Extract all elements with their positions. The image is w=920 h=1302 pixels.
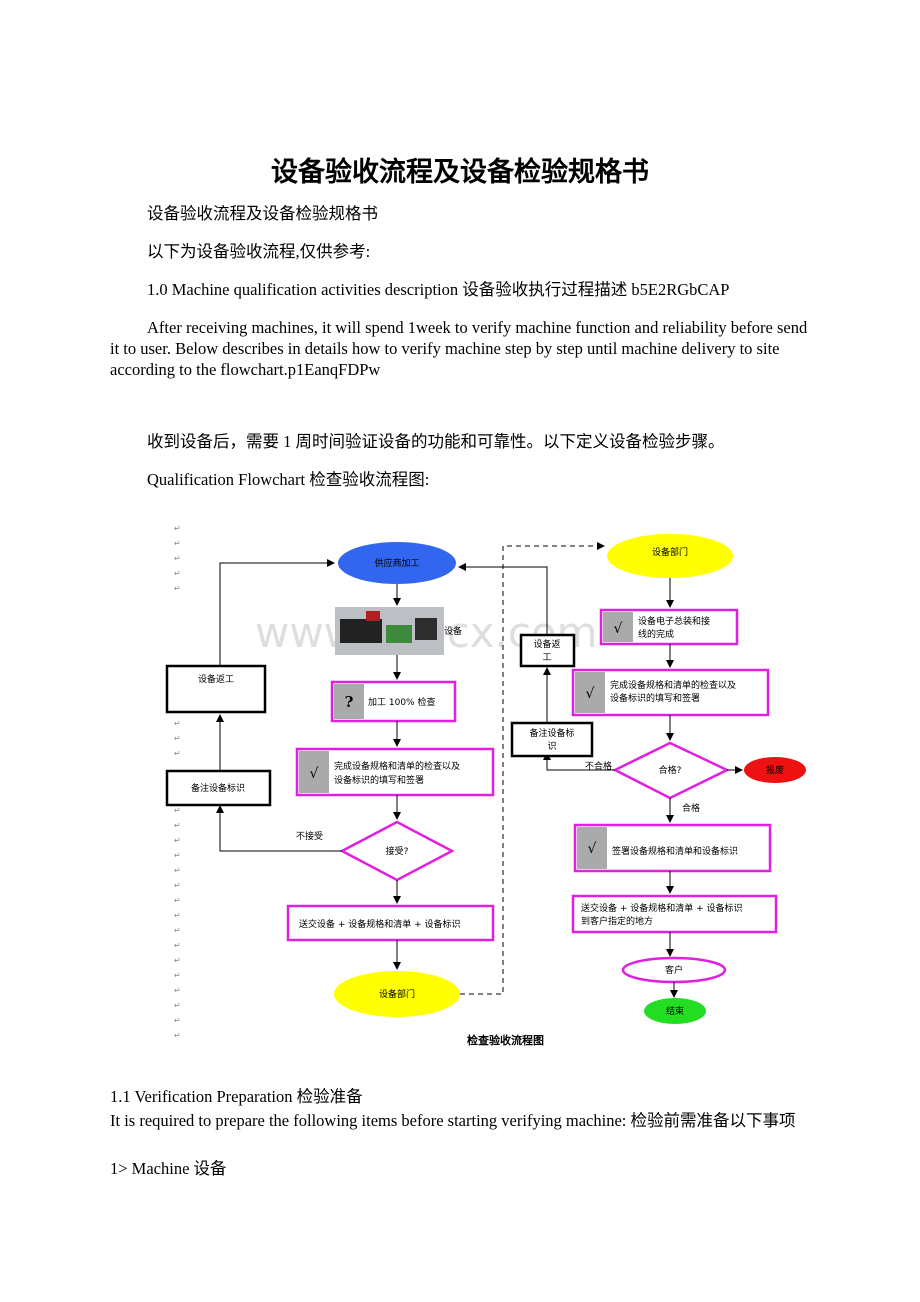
flowchart-heading: Qualification Flowchart 检查验收流程图: (147, 470, 430, 489)
document-title: 设备验收流程及设备检验规格书 (271, 157, 649, 188)
check-square-right (575, 672, 605, 713)
svg-text:↵: ↵ (174, 926, 181, 935)
svg-text:↵: ↵ (174, 866, 181, 875)
elec-assembly-line1: 设备电子总装和接 (638, 615, 710, 627)
return-left-label: 设备返工 (198, 673, 234, 685)
svg-text:↵: ↵ (174, 734, 181, 743)
svg-text:↵: ↵ (174, 941, 181, 950)
deliver-left-label: 送交设备 + 设备规格和清单 + 设备标识 (299, 918, 461, 930)
complete-check-right-line1: 完成设备规格和清单的检查以及 (610, 679, 736, 691)
svg-text:↵: ↵ (174, 881, 181, 890)
return-right-line1: 设备返 (533, 638, 560, 650)
complete-check-box-right (571, 668, 770, 717)
complete-check-box-left (295, 747, 495, 797)
deliver-box-right (571, 894, 778, 934)
equip-dept-ellipse-left (334, 971, 460, 1017)
dashed-connector (460, 542, 605, 995)
question-mark: ? (345, 693, 354, 711)
equip-dept-right-label: 设备部门 (652, 546, 688, 558)
equip-dept-ellipse-right (607, 534, 733, 578)
svg-text:↵: ↵ (174, 584, 181, 593)
return-right-line2: 工 (542, 653, 551, 663)
customer-label: 客户 (665, 964, 683, 976)
svg-text:↵: ↵ (174, 569, 181, 578)
svg-text:↵: ↵ (174, 971, 181, 980)
accept-question: 接受? (386, 845, 409, 857)
qualified-question: 合格? (659, 764, 682, 776)
deliver-right-line2: 到客户指定的地方 (581, 915, 653, 927)
svg-text:↵: ↵ (174, 896, 181, 905)
scrap-label: 报废 (766, 764, 784, 776)
device-label: 设备 (444, 625, 462, 637)
paragraph-english: After receiving machines, it will spend … (110, 318, 808, 379)
return-marks-left: ↵ ↵ ↵ ↵ ↵ ↵ ↵ ↵ ↵ ↵ ↵ ↵ ↵ ↵ ↵ ↵ ↵ ↵ ↵ ↵ ↵ ↵ ↵ ↵ (174, 524, 181, 1040)
not-accept-label: 不接受 (296, 830, 323, 842)
end-ellipse (644, 998, 706, 1024)
svg-text:↵: ↵ (174, 1016, 181, 1025)
machine-photo (335, 607, 444, 655)
check-square-sign (577, 827, 607, 869)
svg-text:↵: ↵ (174, 851, 181, 860)
check-mark-right: √ (586, 686, 595, 702)
return-box-left (165, 664, 267, 714)
note-right-line1: 备注设备标 (529, 727, 574, 739)
svg-text:↵: ↵ (174, 539, 181, 548)
elec-assembly-line2: 线的完成 (638, 628, 674, 640)
note-left-label: 备注设备标识 (191, 782, 245, 794)
return-box-right (519, 633, 576, 668)
paragraph-preparation: It is required to prepare the following … (110, 1111, 796, 1130)
deliver-box-left (286, 904, 495, 942)
complete-check-right-line2: 设备标识的填写和签署 (610, 692, 700, 704)
complete-check-left-line1: 完成设备规格和清单的检查以及 (334, 760, 460, 772)
svg-text:↵: ↵ (174, 986, 181, 995)
note-right-line2: 识 (547, 741, 556, 752)
deliver-right-line1: 送交设备 + 设备规格和清单 + 设备标识 (581, 902, 743, 914)
intro-line: 以下为设备验收流程,仅供参考: (147, 242, 371, 261)
complete-check-left-line2: 设备标识的填写和签署 (334, 774, 424, 786)
svg-text:↵: ↵ (174, 554, 181, 563)
sign-spec-label: 签署设备规格和清单和设备标识 (612, 845, 738, 857)
svg-text:↵: ↵ (174, 1001, 181, 1010)
flowchart-caption: 检查验收流程图 (467, 1033, 544, 1047)
svg-text:↵: ↵ (174, 749, 181, 758)
section-heading-1-0: 1.0 Machine qualification activities des… (147, 280, 730, 299)
end-label: 结束 (666, 1005, 684, 1017)
list-item-1: 1> Machine 设备 (110, 1159, 227, 1178)
equip-dept-left-label: 设备部门 (379, 988, 415, 1000)
svg-text:↵: ↵ (174, 1031, 181, 1040)
svg-text:↵: ↵ (174, 719, 181, 728)
inspect-100-label: 加工 100% 检查 (368, 696, 435, 708)
supplier-ellipse (338, 542, 456, 584)
svg-text:↵: ↵ (174, 524, 181, 533)
supplier-label: 供应商加工 (374, 557, 419, 569)
qualification-flowchart: ↵↵ ↵↵ ↵ ↵↵ ↵ ↵↵ ↵↵ ↵↵ ↵↵ ↵↵ ↵↵ ↵↵ ↵↵ www… (165, 524, 806, 1047)
svg-text:↵: ↵ (174, 911, 181, 920)
note-box-right (510, 721, 594, 758)
check-mark-left: √ (310, 766, 319, 782)
svg-text:↵: ↵ (174, 821, 181, 830)
paragraph-chinese: 收到设备后，需要 1 周时间验证设备的功能和可靠性。以下定义设备检验步骤。 (147, 432, 725, 451)
section-heading-1-1: 1.1 Verification Preparation 检验准备 (110, 1087, 363, 1106)
check-mark-sign: √ (588, 841, 597, 857)
check-square-left (299, 751, 329, 793)
sign-spec-box (573, 823, 772, 873)
svg-text:↵: ↵ (174, 836, 181, 845)
check-square-assembly (603, 612, 633, 642)
svg-text:↵: ↵ (174, 806, 181, 815)
svg-text:↵: ↵ (174, 956, 181, 965)
not-qualified-label: 不合格 (585, 760, 612, 772)
question-square (334, 684, 364, 719)
qualified-label: 合格 (682, 802, 700, 814)
scrap-ellipse (744, 757, 806, 783)
check-mark-assembly: √ (614, 621, 623, 637)
note-box-left (165, 769, 272, 807)
subtitle: 设备验收流程及设备检验规格书 (147, 204, 378, 223)
